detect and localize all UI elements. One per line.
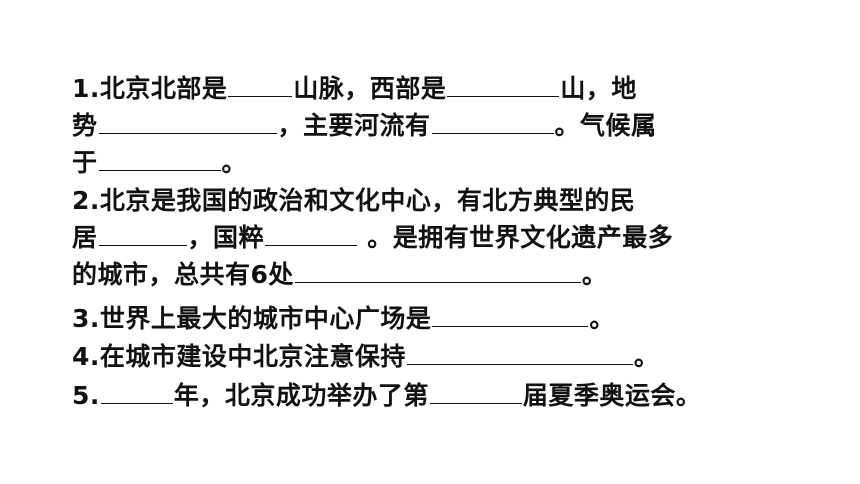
question-1: 1.北京北部是山脉，西部是山，地 势，主要河流有。气候属 于。 (72, 70, 657, 181)
answer-blank[interactable] (429, 377, 522, 404)
question-text: 。是拥有世界文化遗产最多 (358, 223, 674, 252)
question-text: 3.世界上最大的城市中心广场是 (72, 304, 432, 333)
question-1-line-2: 势 ，主要河流有 。气候属 (72, 107, 657, 144)
question-1-line-3: 于。 (72, 144, 657, 181)
question-text: 5. (72, 381, 100, 410)
question-2-line-1: 2.北京是我国的政治和文化中心，有北方典型的民 (72, 183, 673, 219)
answer-blank[interactable] (431, 107, 554, 134)
question-text: 2.北京是我国的政治和文化中心，有北方典型的民 (72, 186, 636, 215)
question-text: 山脉，西部是 (293, 74, 447, 103)
question-2: 2.北京是我国的政治和文化中心，有北方典型的民 居 ，国粹 。是拥有世界文化遗产最… (72, 183, 673, 293)
question-text: 。气候属 (554, 111, 657, 140)
answer-blank[interactable] (98, 144, 221, 171)
answer-blank[interactable] (228, 70, 293, 97)
answer-blank[interactable] (294, 256, 581, 283)
question-3-line-1: 3.世界上最大的城市中心广场是 。 (72, 300, 615, 337)
question-3: 3.世界上最大的城市中心广场是 。 (72, 300, 615, 337)
question-2-line-3: 的城市，总共有6处 。 (72, 256, 673, 293)
question-text: 的城市，总共有6处 (72, 260, 294, 289)
question-5: 5. 年，北京成功举办了第 届夏季奥运会。 (72, 377, 701, 414)
question-text: 年，北京成功举办了第 (173, 381, 429, 410)
question-text: 届夏季奥运会。 (522, 381, 702, 410)
answer-blank[interactable] (265, 219, 358, 246)
answer-blank[interactable] (98, 219, 187, 246)
question-5-line-1: 5. 年，北京成功举办了第 届夏季奥运会。 (72, 377, 701, 414)
question-text: 居 (72, 223, 98, 252)
question-4-line-1: 4.在城市建设中北京注意保持 。 (72, 338, 659, 375)
question-1-line-1: 1.北京北部是 山脉，西部是 山，地 (72, 70, 657, 107)
question-text: 山，地 (560, 74, 637, 103)
question-text: 。 (221, 148, 248, 177)
answer-blank[interactable] (432, 300, 589, 327)
answer-blank[interactable] (100, 377, 173, 404)
question-text: 4.在城市建设中北京注意保持 (72, 342, 406, 371)
answer-blank[interactable] (98, 107, 277, 134)
question-text: ，主要河流有 (277, 111, 431, 140)
question-text: 。 (581, 260, 608, 289)
question-text: 1.北京北部是 (72, 74, 228, 103)
question-text: 。 (589, 304, 615, 333)
question-text: 于 (72, 148, 98, 177)
question-text: 。 (633, 342, 660, 371)
question-4: 4.在城市建设中北京注意保持 。 (72, 338, 659, 375)
question-2-line-2: 居 ，国粹 。是拥有世界文化遗产最多 (72, 219, 673, 256)
answer-blank[interactable] (447, 70, 560, 97)
question-text: ，国粹 (187, 223, 265, 252)
answer-blank[interactable] (406, 338, 633, 365)
question-text: 势 (72, 111, 98, 140)
